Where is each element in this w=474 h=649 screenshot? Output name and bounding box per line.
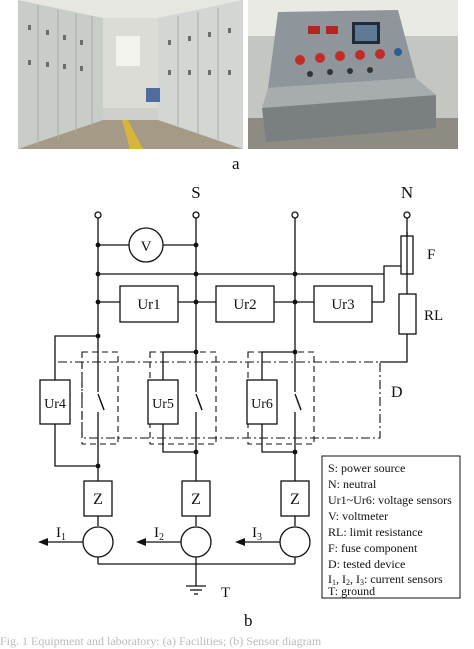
current-sensor-3	[279, 526, 311, 558]
legend-line-tested-device: D: tested device	[328, 557, 405, 571]
legend-line-current-sensors: I1, I2, I3: current sensors	[328, 572, 443, 587]
current-label-1: I1	[56, 525, 66, 543]
fuse-label: F	[427, 247, 435, 263]
ur4-bottom-wire	[54, 424, 98, 467]
current-label-3: I3	[252, 525, 262, 543]
ground-label: T	[221, 585, 230, 601]
voltmeter-label: V	[141, 239, 152, 255]
legend-line-ground: T: ground	[328, 584, 375, 598]
current-arrow-3	[235, 538, 280, 546]
limit-resistance-label: RL	[424, 308, 443, 324]
ur4-top-wire	[54, 335, 98, 380]
impedance-3	[280, 480, 310, 517]
terminal-phase-3	[291, 211, 299, 219]
current-sensor-2	[180, 526, 212, 558]
ur5-top-wire	[162, 351, 196, 380]
photo-switchgear-room	[18, 0, 243, 149]
sensor-ur3	[313, 285, 373, 323]
caption-a: a	[232, 154, 240, 173]
impedance-2-label: Z	[191, 491, 201, 508]
tested-device-boundary	[58, 361, 381, 439]
sensor-ur3-label: Ur3	[331, 297, 354, 313]
caption-b: b	[244, 611, 253, 630]
figure-caption-cut-off: Fig. 1 Equipment and laboratory: (a) Fac…	[0, 634, 322, 648]
current-arrow-2	[136, 538, 181, 546]
voltmeter-symbol	[128, 227, 164, 263]
sensor-ur2-label: Ur2	[233, 297, 256, 313]
ur6-top-wire	[261, 351, 295, 380]
legend-line-voltmeter: V: voltmeter	[328, 509, 388, 523]
impedance-3-label: Z	[290, 491, 300, 508]
ground-icon	[186, 585, 206, 595]
sensor-ur2	[215, 285, 275, 323]
current-sensor-1	[82, 526, 114, 558]
limit-resistance	[398, 293, 417, 335]
source-label: S	[191, 183, 200, 202]
legend-line-limit-resistance: RL: limit resistance	[328, 525, 423, 539]
current-arrow-1	[38, 538, 83, 546]
sensor-ur6	[246, 379, 278, 425]
ur6-bottom-wire	[261, 424, 295, 453]
tested-device-label: D	[391, 384, 403, 401]
neutral-label: N	[401, 183, 413, 202]
neutral-return-wire	[380, 334, 408, 363]
ur5-bottom-wire	[162, 424, 196, 453]
sensor-ur4	[39, 379, 71, 425]
legend-line-fuse: F: fuse component	[328, 541, 418, 555]
impedance-1-label: Z	[93, 491, 103, 508]
terminal-phase-2	[192, 211, 200, 219]
legend-line-voltage-sensors: Ur1~Ur6: voltage sensors	[328, 493, 452, 507]
junction-dots	[95, 242, 298, 469]
sensor-ur4-label: Ur4	[44, 397, 66, 412]
legend-line-neutral: N: neutral	[328, 477, 377, 491]
sensor-circuit-diagram: S N V F RL Ur1 Ur2 Ur3 D Ur4	[38, 183, 461, 601]
current-label-2: I2	[154, 525, 164, 543]
photo-control-console	[248, 0, 458, 149]
impedance-2	[181, 480, 211, 517]
terminal-neutral	[403, 211, 411, 219]
sensor-ur6-label: Ur6	[251, 397, 273, 412]
sensor-ur5-label: Ur5	[152, 397, 174, 412]
terminal-phase-1	[94, 211, 102, 219]
legend-line-source: S: power source	[328, 461, 405, 475]
sensor-ur1-label: Ur1	[137, 297, 160, 313]
switch-group-1	[81, 351, 119, 445]
legend-box	[321, 455, 461, 599]
sensor-ur1	[119, 285, 179, 323]
sensor-ur5	[147, 379, 179, 425]
upper-bus-wire	[98, 265, 407, 275]
